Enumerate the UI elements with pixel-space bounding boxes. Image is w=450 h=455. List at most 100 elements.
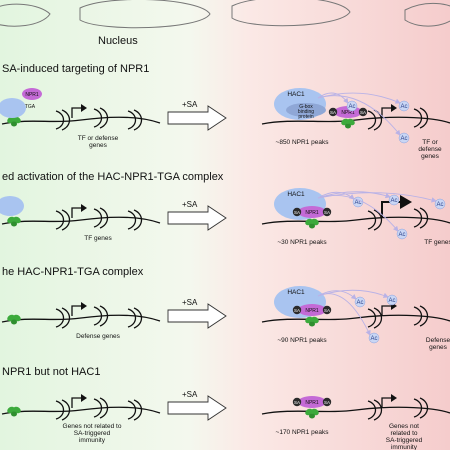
sa-treatment-arrow	[167, 205, 227, 231]
npr1-blob	[298, 304, 326, 316]
chromatin-right	[261, 406, 450, 415]
left-gene-label: TF genes	[84, 235, 112, 242]
tss-arrow-head	[391, 104, 397, 112]
nucleosome-wrap-front	[413, 108, 423, 128]
nucleosome	[55, 209, 71, 231]
panel-2: ed activation of the HAC-NPR1-TGA comple…	[0, 171, 450, 246]
hac1-label: HAC1	[287, 289, 305, 296]
tss-arrow-head	[81, 104, 87, 112]
nucleus-envelope-center	[79, 0, 211, 29]
nucleosome-wrap-back	[419, 305, 429, 327]
nucleosome-wrap-front	[413, 306, 423, 326]
sa-label: SA	[294, 308, 300, 313]
nucleosome-wrap-front	[413, 398, 423, 418]
nucleosome	[127, 307, 143, 329]
panel-heading: SA-induced targeting of NPR1	[2, 63, 149, 75]
ac-mark	[368, 332, 380, 344]
tss-arrow-line	[71, 305, 81, 316]
tga-factor	[305, 316, 319, 327]
sa-label: SA	[294, 210, 300, 215]
nucleosome	[55, 307, 71, 329]
npr1-label: NPR1	[305, 308, 319, 314]
nucleosome-wrap-back	[61, 209, 71, 231]
acetylation-arrow	[317, 293, 371, 336]
panel-heading: ed activation of the HAC-NPR1-TGA comple…	[2, 171, 224, 183]
ac-label: Ac	[354, 200, 361, 206]
tss-arrow-head	[81, 204, 87, 212]
tss-arrow-head	[391, 394, 397, 402]
tga-subunit	[13, 116, 21, 124]
nucleosome-wrap-back	[419, 397, 429, 419]
tga-subunit	[13, 314, 21, 322]
nucleosome	[93, 207, 109, 229]
ac-label: Ac	[370, 336, 377, 342]
tss-arrow-head	[81, 302, 87, 310]
nucleus-envelope-right	[231, 0, 351, 27]
nucleus-envelope-far-right	[404, 3, 450, 27]
sa-label: SA	[324, 400, 330, 405]
nucleosome-wrap-front	[127, 210, 137, 230]
nucleosome	[367, 307, 383, 329]
ac-label: Ac	[348, 104, 355, 110]
sa-molecule	[322, 207, 332, 217]
acetylation-arrow	[317, 191, 355, 200]
nucleosome	[127, 109, 143, 131]
tga-subunit	[11, 319, 17, 325]
npr1-peaks-count: ~170 NPR1 peaks	[276, 429, 330, 436]
sa-molecule	[328, 107, 338, 117]
ac-label: Ac	[400, 104, 407, 110]
nucleosome	[93, 397, 109, 419]
ac-mark	[396, 228, 408, 240]
ac-mark	[398, 132, 410, 144]
ac-label: Ac	[356, 300, 363, 306]
ac-mark	[346, 100, 358, 112]
tga-subunit	[7, 314, 15, 322]
nucleosome-wrap-front	[55, 308, 65, 328]
nucleosome-wrap-back	[133, 109, 143, 131]
gbox-protein	[286, 103, 326, 117]
tga-subunit	[309, 223, 315, 229]
nucleosome-wrap-back	[99, 207, 109, 229]
ac-label: Ac	[400, 136, 407, 142]
nucleosome	[93, 107, 109, 129]
tga-subunit	[341, 118, 349, 126]
nucleosome-wrap-back	[61, 109, 71, 131]
tss-arrow-line	[71, 207, 81, 218]
nucleosome-wrap-front	[413, 208, 423, 228]
tga-factor	[305, 408, 319, 419]
chromatin-left	[1, 216, 161, 225]
sa-arrow-label: +SA	[182, 100, 198, 109]
nucleosome	[127, 209, 143, 231]
tss-arrow-line	[71, 397, 81, 408]
ac-label: Ac	[398, 232, 405, 238]
tss-arrow-line	[71, 107, 81, 118]
npr1-blob	[22, 88, 42, 100]
ac-label: Ac	[390, 198, 397, 204]
nucleosome-wrap-front	[127, 110, 137, 130]
npr1-blob	[298, 206, 326, 218]
nucleus-envelope-left	[0, 3, 51, 27]
nucleosome	[413, 305, 429, 327]
nucleosome-wrap-back	[419, 107, 429, 129]
nucleosome	[55, 109, 71, 131]
sa-arrow-label: +SA	[182, 390, 198, 399]
tga-subunit	[11, 121, 17, 127]
tga-subunit	[311, 316, 319, 324]
tss-arrow-head	[400, 195, 412, 209]
tga-subunit	[305, 316, 313, 324]
hac1-blob	[0, 98, 26, 118]
chromatin-left	[1, 116, 161, 125]
nucleosome	[367, 209, 383, 231]
tga-label: TGA	[25, 104, 36, 110]
nucleosome-wrap-front	[367, 210, 377, 230]
hac1-blob	[0, 196, 24, 216]
nucleosome-wrap-front	[367, 110, 377, 130]
nucleosome-wrap-back	[373, 307, 383, 329]
right-gene-label: TF genes	[424, 239, 450, 246]
